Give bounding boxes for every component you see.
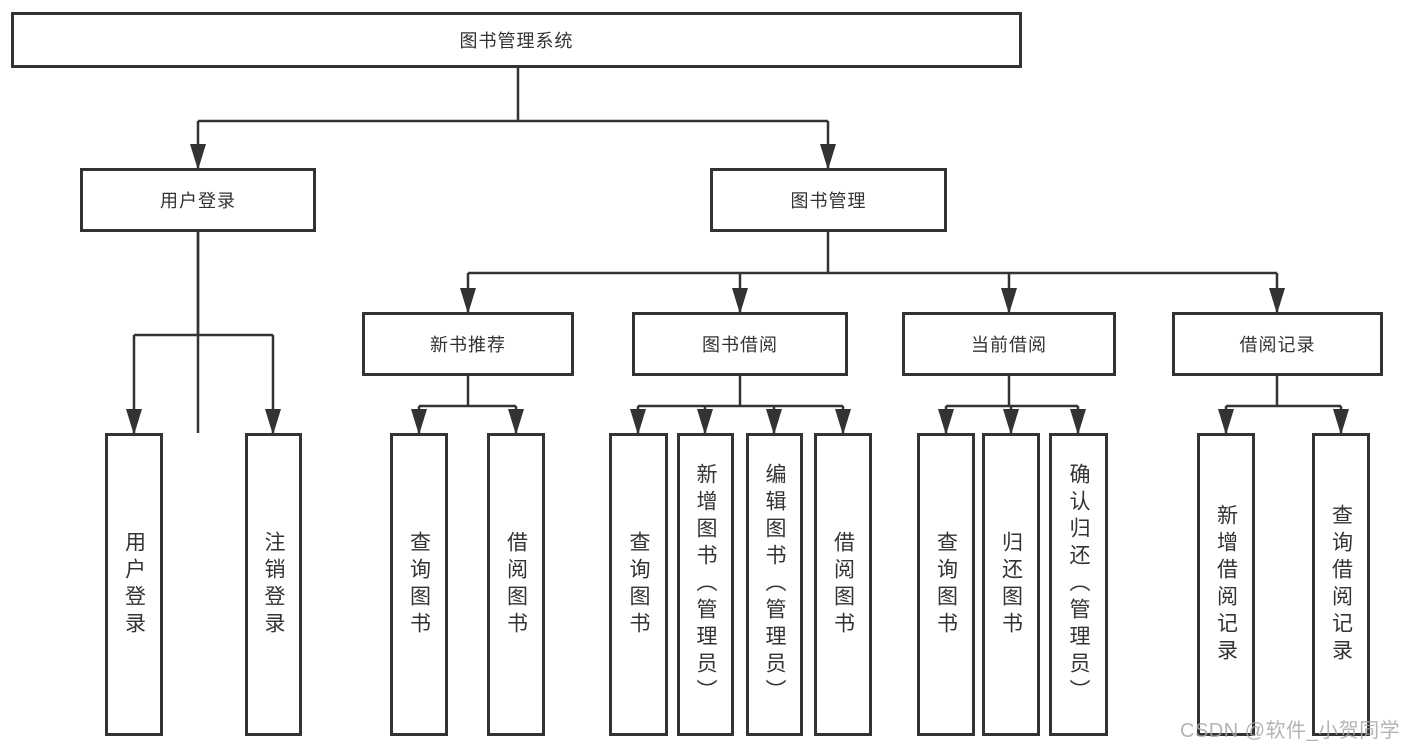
leaf-confirm-return-admin: 确认归还（管理员） xyxy=(1049,433,1108,736)
connector-book-borrow-children xyxy=(636,376,845,434)
node-new-book-recommend: 新书推荐 xyxy=(362,312,574,376)
leaf-borrow-books: 借阅图书 xyxy=(814,433,872,736)
node-book-management-branch: 图书管理 xyxy=(710,168,947,232)
connector-book-management-children xyxy=(466,231,1279,313)
connector-user-login-children xyxy=(132,231,275,434)
connector-root-to-level2 xyxy=(196,68,830,433)
leaf-return-books: 归还图书 xyxy=(982,433,1040,736)
connector-borrow-record-children xyxy=(1224,376,1343,434)
leaf-query-books-current: 查询图书 xyxy=(917,433,975,736)
arrowhead-icons xyxy=(126,144,1349,435)
node-user-login-branch: 用户登录 xyxy=(80,168,316,232)
node-book-borrow: 图书借阅 xyxy=(632,312,848,376)
leaf-query-books-recommend: 查询图书 xyxy=(390,433,448,736)
connector-new-book-children xyxy=(417,376,518,434)
leaf-query-borrow-record: 查询借阅记录 xyxy=(1312,433,1370,736)
leaf-user-login: 用户登录 xyxy=(105,433,163,736)
leaf-logout: 注销登录 xyxy=(245,433,302,736)
node-root-system: 图书管理系统 xyxy=(11,12,1022,68)
leaf-edit-books-admin: 编辑图书（管理员） xyxy=(746,433,803,736)
csdn-watermark: CSDN @软件_小贺同学 xyxy=(1180,720,1401,742)
leaf-add-books-admin: 新增图书（管理员） xyxy=(677,433,734,736)
leaf-add-borrow-record: 新增借阅记录 xyxy=(1197,433,1255,736)
node-borrow-record: 借阅记录 xyxy=(1172,312,1383,376)
leaf-borrow-books-recommend: 借阅图书 xyxy=(487,433,545,736)
node-current-borrow: 当前借阅 xyxy=(902,312,1116,376)
leaf-query-books-borrow: 查询图书 xyxy=(609,433,668,736)
